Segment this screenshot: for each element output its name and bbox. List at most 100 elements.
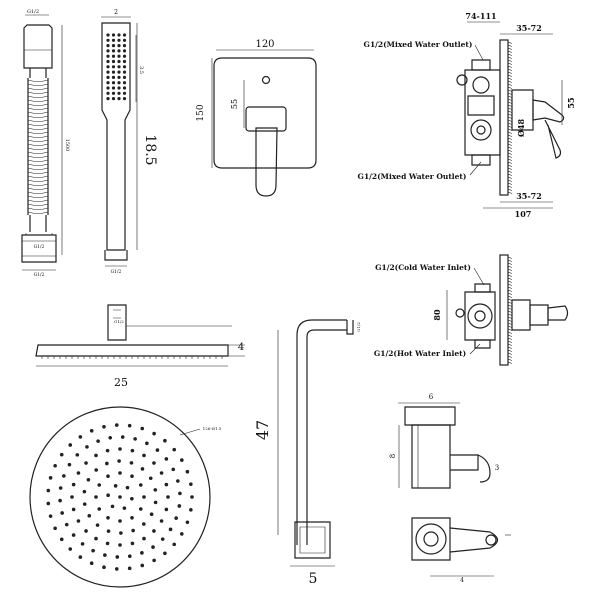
hand-nozzle xyxy=(106,54,110,58)
rain-nozzle xyxy=(75,453,80,457)
hose-coil-line xyxy=(27,207,49,210)
hand-nozzle xyxy=(117,33,121,37)
rain-nozzle xyxy=(113,484,118,488)
rain-nozzle xyxy=(128,554,132,558)
wall-plate-tick xyxy=(507,59,513,62)
rain-nozzle xyxy=(89,561,94,566)
hose-coil-line xyxy=(27,111,49,114)
rain-nozzle xyxy=(148,476,153,481)
rain-nozzle xyxy=(122,506,127,510)
hose-bottom-label-1: G1/2 xyxy=(34,244,45,250)
wall-plate-tick xyxy=(507,170,513,173)
hand-nozzle xyxy=(117,75,121,79)
rain-nozzle xyxy=(189,482,193,486)
wall-plate-tick xyxy=(507,143,513,146)
hand-nozzle xyxy=(111,44,116,48)
rain-nozzle xyxy=(91,548,95,553)
wall-plate-tick xyxy=(507,313,513,316)
hand-nozzle xyxy=(117,86,121,90)
rain-nozzle xyxy=(180,458,184,462)
hand-nozzle xyxy=(106,70,110,74)
hand-nozzle xyxy=(111,49,116,53)
wall-plate-tick xyxy=(507,188,513,191)
rain-nozzle xyxy=(118,447,122,451)
rain-nozzle xyxy=(86,477,91,482)
wall-plate-tick xyxy=(507,68,513,71)
valve-hot-inlet: G1/2(Hot Water Inlet) xyxy=(374,349,466,358)
shower-arm-foot: 5 xyxy=(309,571,318,587)
rain-nozzle xyxy=(117,459,121,463)
hose-coil-line xyxy=(27,91,49,94)
rain-nozzle xyxy=(102,425,106,429)
rain-nozzle xyxy=(48,476,53,480)
hand-nozzle xyxy=(122,81,127,85)
hand-nozzle xyxy=(106,44,110,48)
rain-nozzle xyxy=(76,471,81,475)
rain-nozzle xyxy=(97,483,102,487)
rain-nozzle xyxy=(129,461,134,465)
rain-nozzle xyxy=(152,431,156,436)
rain-head-top-drawing: 126-Ø1.5 xyxy=(29,406,222,588)
diverter-dim-range-top: 74-111 xyxy=(465,11,496,21)
wall-plate-tick xyxy=(507,173,513,176)
hand-nozzle xyxy=(106,59,110,64)
rain-nozzle xyxy=(142,536,146,541)
hand-shower-side-dim: 3.5 xyxy=(138,66,144,74)
rain-nozzle xyxy=(171,467,176,472)
rain-nozzle xyxy=(142,522,146,526)
rain-nozzle xyxy=(189,508,193,512)
wall-plate-tick xyxy=(507,346,513,349)
wall-bracket-drawing: 6 8 3 4 xyxy=(389,393,511,584)
wall-plate-tick xyxy=(507,149,513,152)
valve-faceplate-drawing: 120 150 55 xyxy=(196,39,317,197)
rain-nozzle xyxy=(185,520,190,525)
rain-nozzle xyxy=(125,485,130,490)
rain-nozzle xyxy=(152,461,156,465)
wall-plate-tick xyxy=(507,44,513,47)
rain-nozzle xyxy=(82,502,87,506)
wall-plate-tick xyxy=(507,185,513,188)
hose-coil-line xyxy=(27,163,49,166)
rain-nozzle xyxy=(94,453,98,458)
rain-nozzle xyxy=(153,500,158,505)
rain-nozzle xyxy=(95,523,100,527)
hand-nozzle xyxy=(106,81,110,85)
hand-nozzle xyxy=(122,38,127,42)
hand-nozzle xyxy=(122,97,127,101)
hose-coil-line xyxy=(27,199,49,202)
diverter-total-depth: 107 xyxy=(515,209,532,219)
rain-nozzle xyxy=(106,474,110,479)
wall-plate-tick xyxy=(507,265,513,268)
rain-nozzle xyxy=(94,495,98,499)
rain-nozzle xyxy=(78,555,83,559)
wall-plate-tick xyxy=(507,86,513,89)
rain-nozzle xyxy=(163,438,167,443)
rain-nozzle xyxy=(131,528,135,533)
rain-nozzle xyxy=(118,543,122,547)
wall-plate-tick xyxy=(507,137,513,140)
wall-plate-tick xyxy=(507,292,513,295)
rain-nozzle xyxy=(164,507,169,512)
wall-plate-tick xyxy=(507,74,513,77)
hand-nozzle xyxy=(117,65,121,69)
rain-nozzle xyxy=(85,445,89,449)
wall-plate-tick xyxy=(507,304,513,307)
wall-plate-tick xyxy=(507,107,513,110)
hand-shower-length: 18.5 xyxy=(142,134,158,165)
wall-plate-tick xyxy=(507,322,513,325)
rain-nozzle xyxy=(180,532,184,536)
hose-coil-line xyxy=(27,131,49,134)
hand-nozzle xyxy=(117,97,121,101)
faceplate-height: 150 xyxy=(196,104,206,121)
rain-nozzle xyxy=(155,448,160,452)
wall-plate-tick xyxy=(507,340,513,343)
hand-nozzle xyxy=(117,91,121,95)
hand-nozzle xyxy=(117,70,121,74)
rain-nozzle xyxy=(64,522,69,527)
shower-arm-drawing: G1/2 47 5 xyxy=(253,319,361,587)
wall-plate-tick xyxy=(507,122,513,125)
wall-plate-tick xyxy=(507,65,513,68)
rain-head-nozzles xyxy=(46,423,194,571)
diverter-side-drawing: 74-111 35-72 G1/2(Mixed Water Outlet) 55… xyxy=(358,11,576,219)
